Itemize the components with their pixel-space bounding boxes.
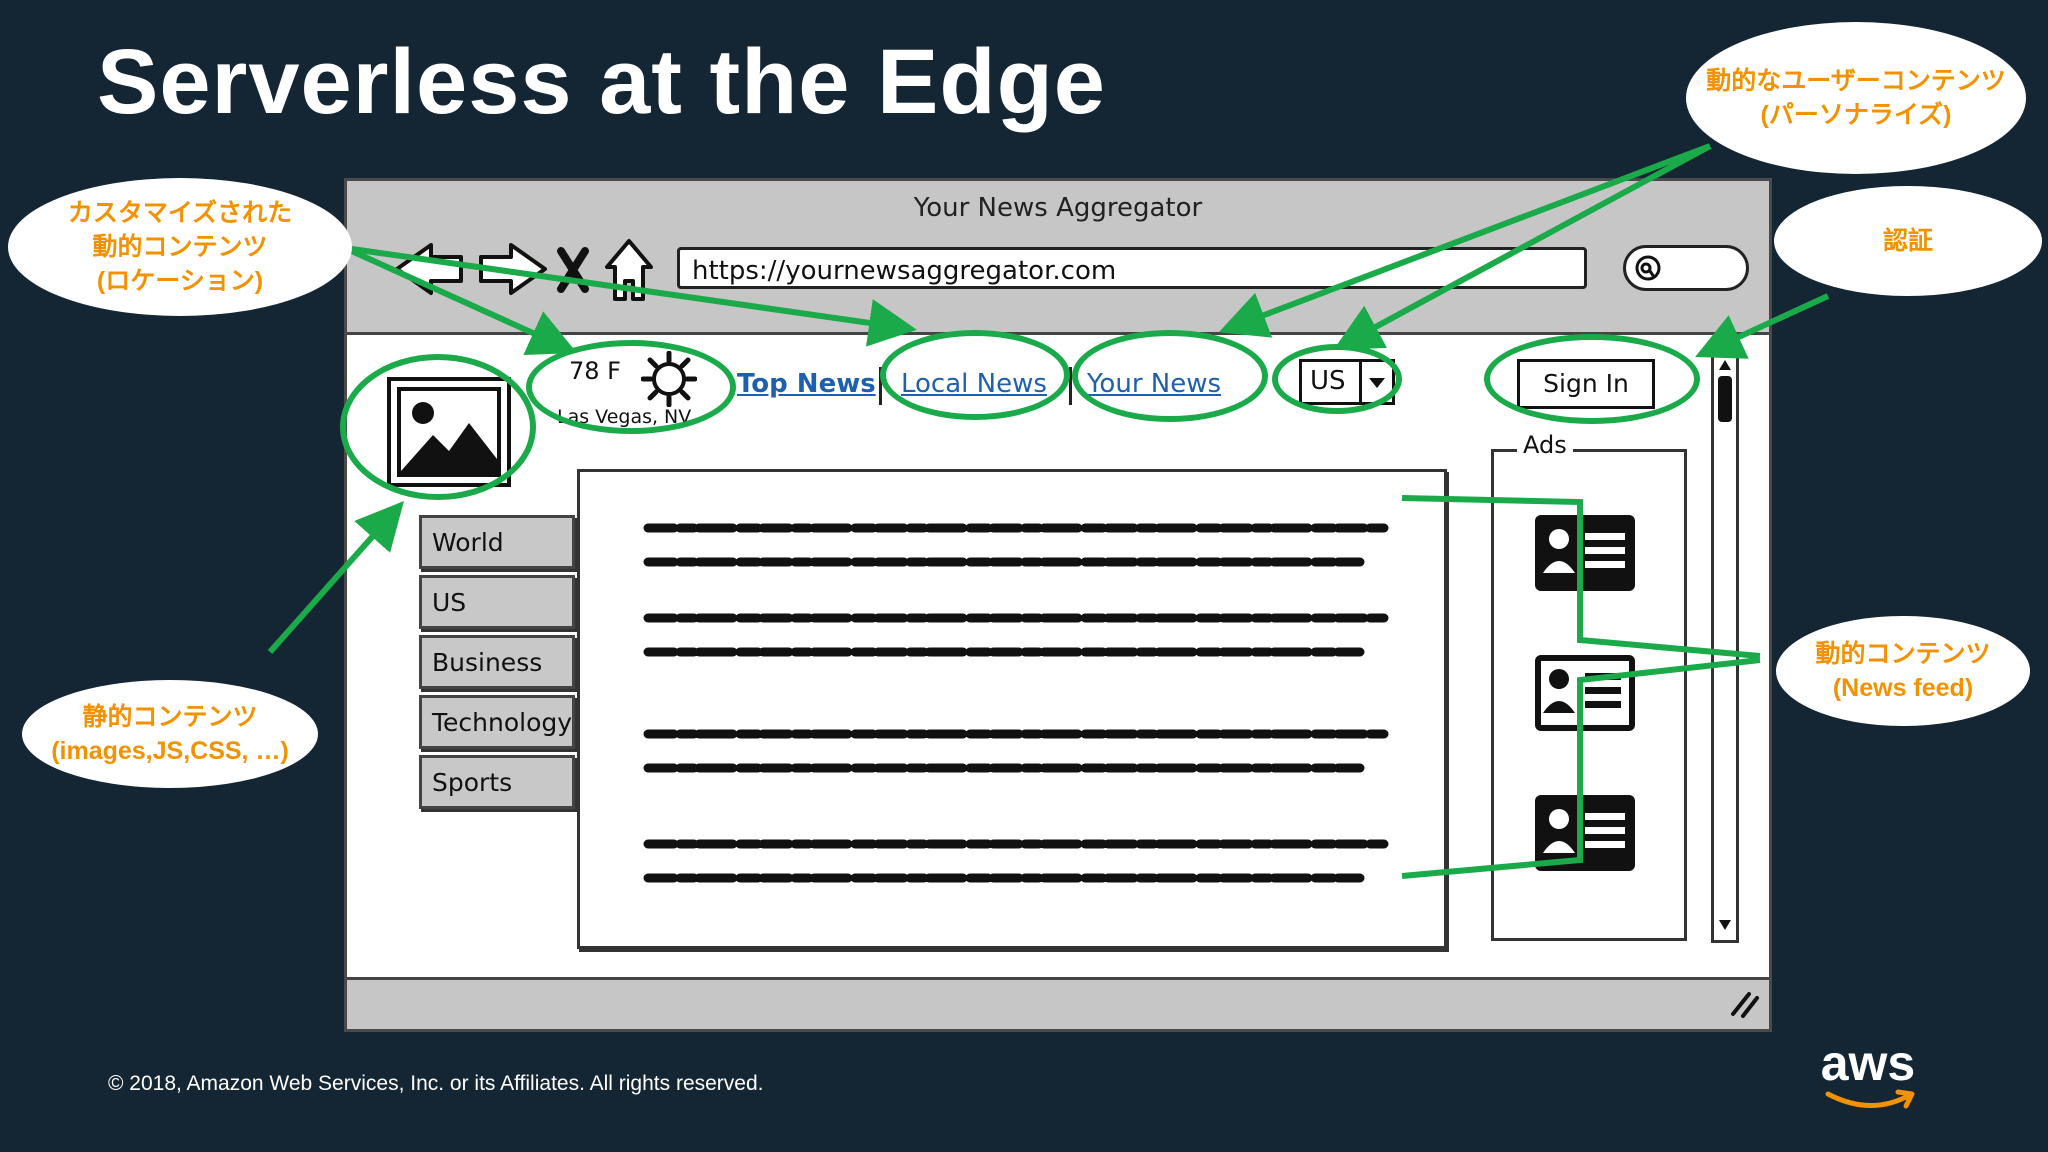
callout-personalized-line2: (パーソナライズ): [1760, 101, 1952, 129]
callout-static: 静的コンテンツ (images,JS,CSS, …): [22, 680, 318, 788]
ads-label: Ads: [1517, 431, 1573, 459]
window-title: Your News Aggregator: [913, 193, 1203, 223]
browser-toolbar: Your News Aggregator https://yournewsagg…: [347, 181, 1769, 335]
callout-location-line2: 動的コンテンツ: [92, 233, 268, 261]
highlight-ring-sign-in: [1484, 334, 1700, 424]
callout-auth-line1: 認証: [1882, 227, 1933, 255]
category-world[interactable]: World: [419, 515, 575, 569]
search-icon: [1635, 255, 1661, 281]
callout-personalized-line1: 動的なユーザーコンテンツ: [1706, 67, 2006, 95]
category-business[interactable]: Business: [419, 635, 575, 689]
aws-smile-icon: [1825, 1089, 1915, 1109]
aws-logo: aws: [1818, 1035, 1918, 1115]
category-us[interactable]: US: [419, 575, 575, 629]
link-divider: [1069, 367, 1072, 405]
callout-news-feed-line1: 動的コンテンツ: [1815, 640, 1991, 668]
browser-mockup: Your News Aggregator https://yournewsagg…: [344, 178, 1772, 1032]
page-scrollbar[interactable]: [1711, 351, 1739, 943]
footer-copyright: © 2018, Amazon Web Services, Inc. or its…: [108, 1072, 764, 1095]
callout-news-feed-line2: (News feed): [1832, 674, 1974, 702]
search-box[interactable]: [1623, 245, 1749, 291]
browser-status-bar: [347, 977, 1769, 1029]
scroll-thumb: [1718, 376, 1732, 422]
highlight-ring-your-news: [1072, 330, 1268, 422]
highlight-ring-weather: [526, 340, 736, 434]
scrollbar-graphic: [1718, 360, 1732, 930]
callout-static-line1: 静的コンテンツ: [82, 703, 258, 731]
slide-title: Serverless at the Edge: [97, 31, 1106, 133]
callout-location-line3: (ロケーション): [96, 267, 264, 295]
news-feed-placeholder-text: [643, 523, 1389, 883]
callout-personalized: 動的なユーザーコンテンツ (パーソナライズ): [1686, 22, 2026, 174]
link-top-news[interactable]: Top News: [737, 369, 876, 399]
callout-auth: 認証: [1774, 186, 2042, 296]
news-feed-panel: [577, 469, 1447, 949]
highlight-ring-local-news: [880, 330, 1070, 420]
resize-grip-icon[interactable]: [1727, 988, 1763, 1018]
category-technology[interactable]: Technology: [419, 695, 575, 749]
url-bar[interactable]: https://yournewsaggregator.com: [677, 247, 1587, 289]
callout-location: カスタマイズされた 動的コンテンツ (ロケーション): [8, 178, 352, 316]
highlight-ring-logo: [340, 354, 536, 500]
callout-static-line2: (images,JS,CSS, …): [51, 737, 289, 765]
aws-logo-text: aws: [1820, 1035, 1916, 1091]
callout-location-line1: カスタマイズされた: [67, 199, 293, 227]
ad-card-icon[interactable]: [1535, 515, 1635, 591]
callout-news-feed: 動的コンテンツ (News feed): [1776, 616, 2030, 726]
link-divider: [879, 367, 882, 405]
category-sports[interactable]: Sports: [419, 755, 575, 809]
ad-card-icon[interactable]: [1535, 795, 1635, 871]
